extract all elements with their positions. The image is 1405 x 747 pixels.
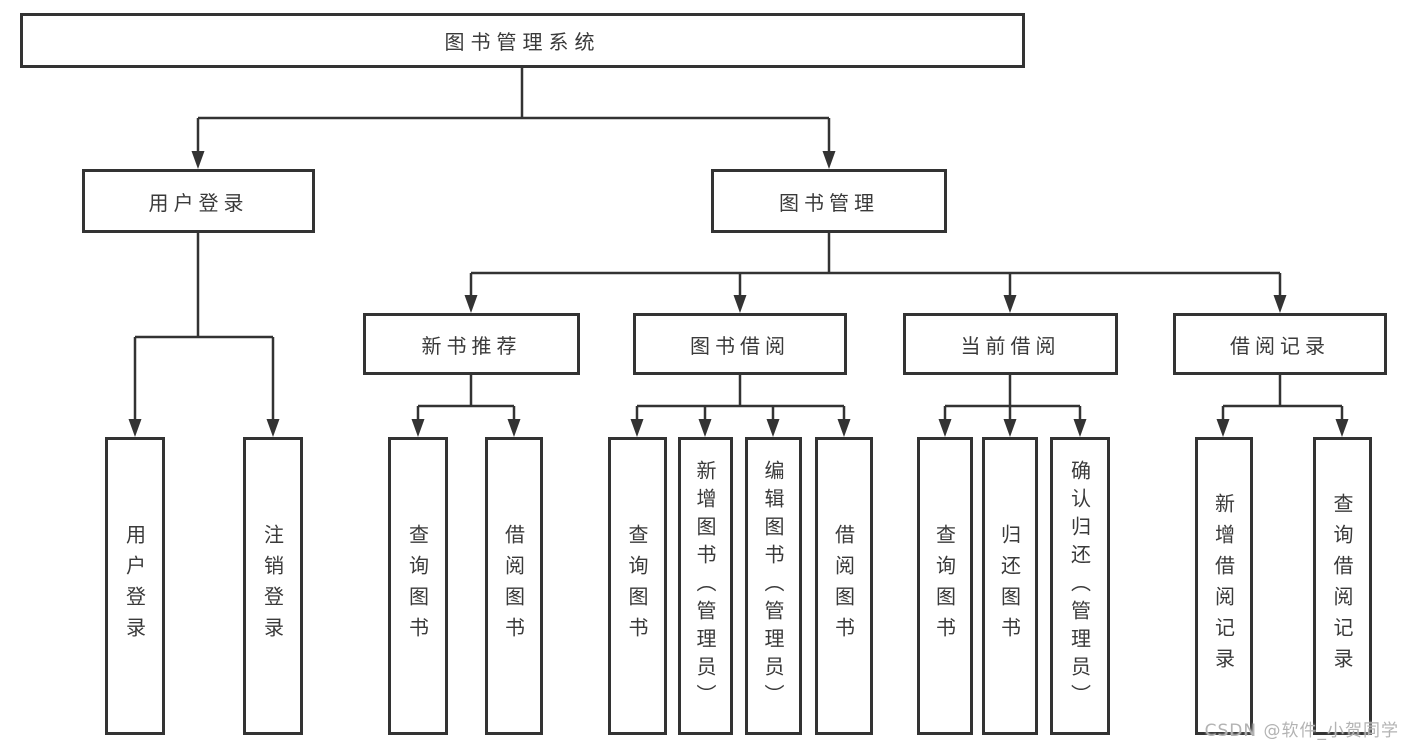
leaf-borrow-books-borrowing: 借阅图书 bbox=[815, 437, 873, 735]
node-library-management-system: 图书管理系统 bbox=[20, 13, 1025, 68]
node-user-login: 用户登录 bbox=[82, 169, 315, 233]
node-book-management: 图书管理 bbox=[711, 169, 947, 233]
csdn-watermark: CSDN @软件_小贺同学 bbox=[1204, 721, 1399, 741]
leaf-confirm-return-admin: 确认归还（管理员） bbox=[1050, 437, 1110, 735]
leaf-query-books-current: 查询图书 bbox=[917, 437, 973, 735]
leaf-return-books: 归还图书 bbox=[982, 437, 1038, 735]
leaf-add-borrow-record: 新增借阅记录 bbox=[1195, 437, 1253, 735]
leaf-query-books-recommend: 查询图书 bbox=[388, 437, 448, 735]
leaf-borrow-books-recommend: 借阅图书 bbox=[485, 437, 543, 735]
leaf-add-book-admin: 新增图书（管理员） bbox=[678, 437, 733, 735]
leaf-query-borrow-record: 查询借阅记录 bbox=[1313, 437, 1372, 735]
leaf-query-books-borrowing: 查询图书 bbox=[608, 437, 667, 735]
leaf-edit-book-admin: 编辑图书（管理员） bbox=[745, 437, 802, 735]
leaf-user-login: 用户登录 bbox=[105, 437, 165, 735]
node-new-book-recommendation: 新书推荐 bbox=[363, 313, 580, 375]
leaf-logout: 注销登录 bbox=[243, 437, 303, 735]
node-borrowing-records: 借阅记录 bbox=[1173, 313, 1387, 375]
node-current-borrowing: 当前借阅 bbox=[903, 313, 1118, 375]
node-book-borrowing: 图书借阅 bbox=[633, 313, 847, 375]
